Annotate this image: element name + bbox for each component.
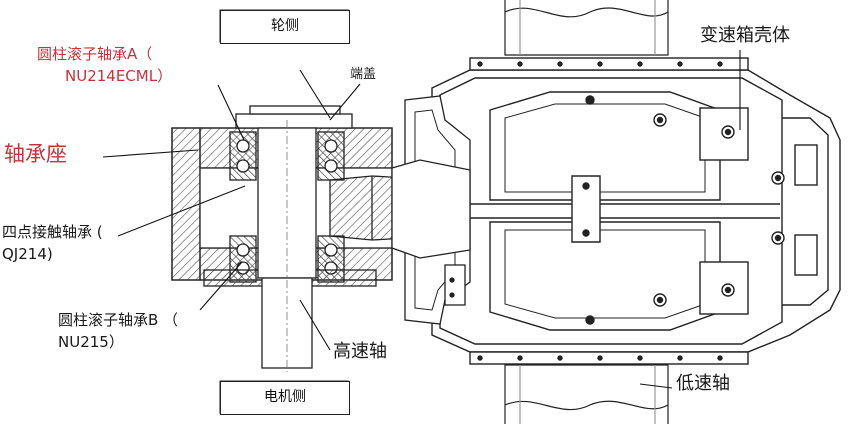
bearing-b-label-line1: 圆柱滚子轴承B （ [58, 311, 179, 329]
low-speed-shaft-label: 低速轴 [676, 373, 730, 394]
four-point-bearing-label-line1: 四点接触轴承 ( [2, 223, 103, 241]
bearing-a-label-line1: 圆柱滚子轴承A（ [37, 45, 153, 63]
high-speed-shaft [257, 120, 317, 372]
bearing-a-label-line2: NU214ECML） [65, 67, 173, 85]
gearbox-housing-body [431, 57, 841, 365]
four-point-bearing-label-line2: QJ214) [2, 245, 53, 263]
motor-side-label: 电机侧 [220, 381, 350, 415]
low-speed-shaft-top [504, 0, 669, 56]
gearbox-housing-label: 变速箱壳体 [700, 25, 790, 46]
bearing-b-label-line2: NU215） [58, 333, 124, 351]
low-speed-shaft-bottom [504, 364, 669, 424]
wheel-side-label: 轮侧 [220, 10, 350, 44]
leader-lines [102, 50, 741, 389]
high-speed-shaft-label: 高速轴 [333, 341, 387, 362]
bearing-housing-label: 轴承座 [4, 142, 67, 166]
end-cover-label: 端盖 [350, 67, 377, 82]
